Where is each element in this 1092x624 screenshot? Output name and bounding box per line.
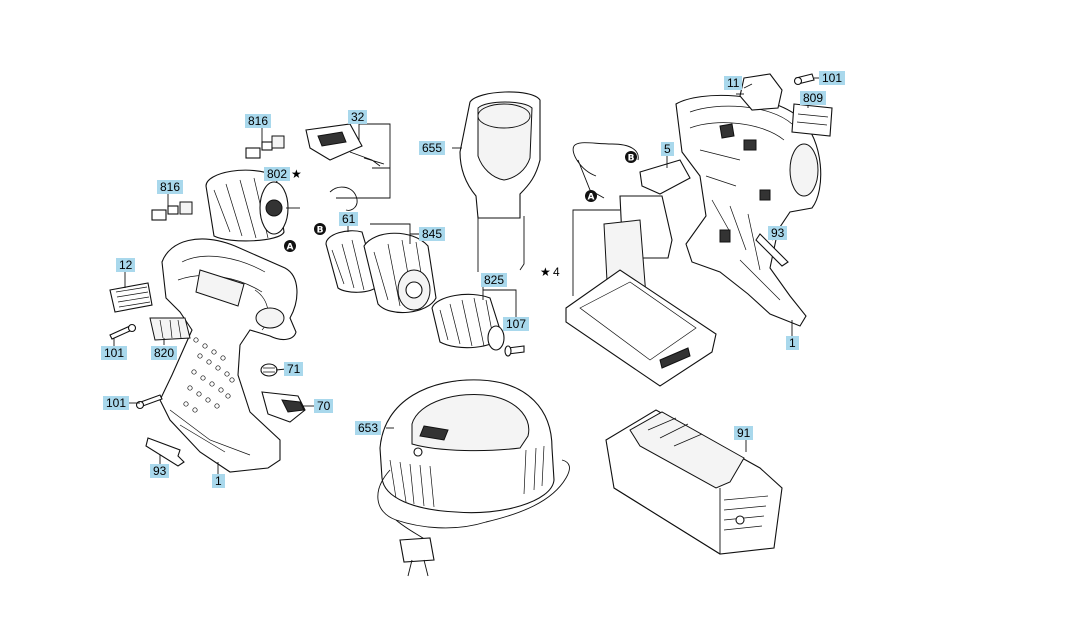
part-5-cover (639, 159, 691, 195)
callout-4: 4 (553, 265, 560, 279)
part-816-brush-lower (151, 201, 193, 221)
part-93-clip-right (755, 233, 789, 267)
callout-816-upper: 816 (245, 114, 272, 128)
leader-lines-left (113, 123, 517, 475)
part-93-clip-left (145, 437, 185, 467)
star-mark-802: ★ (291, 167, 302, 181)
part-845-gear-ring (363, 232, 437, 314)
callout-107: 107 (503, 317, 530, 331)
part-820-sleeve (149, 317, 191, 341)
housing-grip-dots (183, 337, 235, 413)
callout-101-left-mid: 101 (103, 396, 130, 410)
callout-5: 5 (661, 142, 674, 156)
svg-text:B: B (317, 226, 324, 236)
callout-1-left: 1 (212, 474, 225, 488)
part-71-knob (260, 363, 278, 377)
callout-12: 12 (116, 258, 136, 272)
part-11-gear-selector (736, 73, 783, 111)
svg-text:A: A (588, 193, 595, 203)
badge-a-left: A (284, 240, 296, 253)
part-816-brush-upper (245, 135, 285, 159)
drill-housing-right (675, 94, 822, 327)
callout-61: 61 (339, 212, 359, 226)
callout-816-lower: 816 (157, 180, 184, 194)
spring-clip (329, 186, 358, 211)
screw-101-left-mid (135, 394, 163, 410)
part-655-rubber-boot (452, 91, 541, 272)
part-91-battery-pack (605, 409, 783, 555)
callout-802: 802 (264, 167, 291, 181)
callout-32: 32 (348, 110, 368, 124)
svg-text:B: B (628, 154, 635, 164)
svg-text:A: A (287, 243, 294, 253)
callout-825: 825 (481, 273, 508, 287)
callout-1-right: 1 (786, 336, 799, 350)
part-809-label-plate (791, 103, 833, 137)
part-825-chuck (431, 293, 505, 351)
callout-93-left: 93 (150, 464, 170, 478)
drill-housing-left (159, 238, 298, 473)
part-653-charger (377, 379, 570, 577)
screw-101-left-top (109, 323, 137, 340)
part-12-block (109, 282, 153, 313)
star-mark-4: ★ (540, 265, 551, 279)
screw-101-right (793, 73, 815, 86)
callout-845: 845 (419, 227, 446, 241)
callout-70: 70 (314, 399, 334, 413)
part-70-latch (261, 391, 306, 423)
callout-809: 809 (800, 91, 827, 105)
part-802-motor (205, 169, 300, 242)
part-32-cover (305, 123, 385, 167)
callout-653: 653 (355, 421, 382, 435)
battery-holder (565, 269, 717, 387)
callout-93-right: 93 (768, 226, 788, 240)
badge-a-right: A (585, 190, 597, 203)
callout-101-right: 101 (819, 71, 846, 85)
screw-107 (504, 345, 525, 357)
callout-91: 91 (734, 426, 754, 440)
badge-b-right: B (625, 151, 637, 164)
callout-820: 820 (151, 346, 178, 360)
badge-b-left: B (314, 223, 326, 236)
callout-11: 11 (724, 76, 743, 90)
callout-655: 655 (419, 141, 446, 155)
callout-101-left-top: 101 (101, 346, 128, 360)
callout-71: 71 (284, 362, 304, 376)
